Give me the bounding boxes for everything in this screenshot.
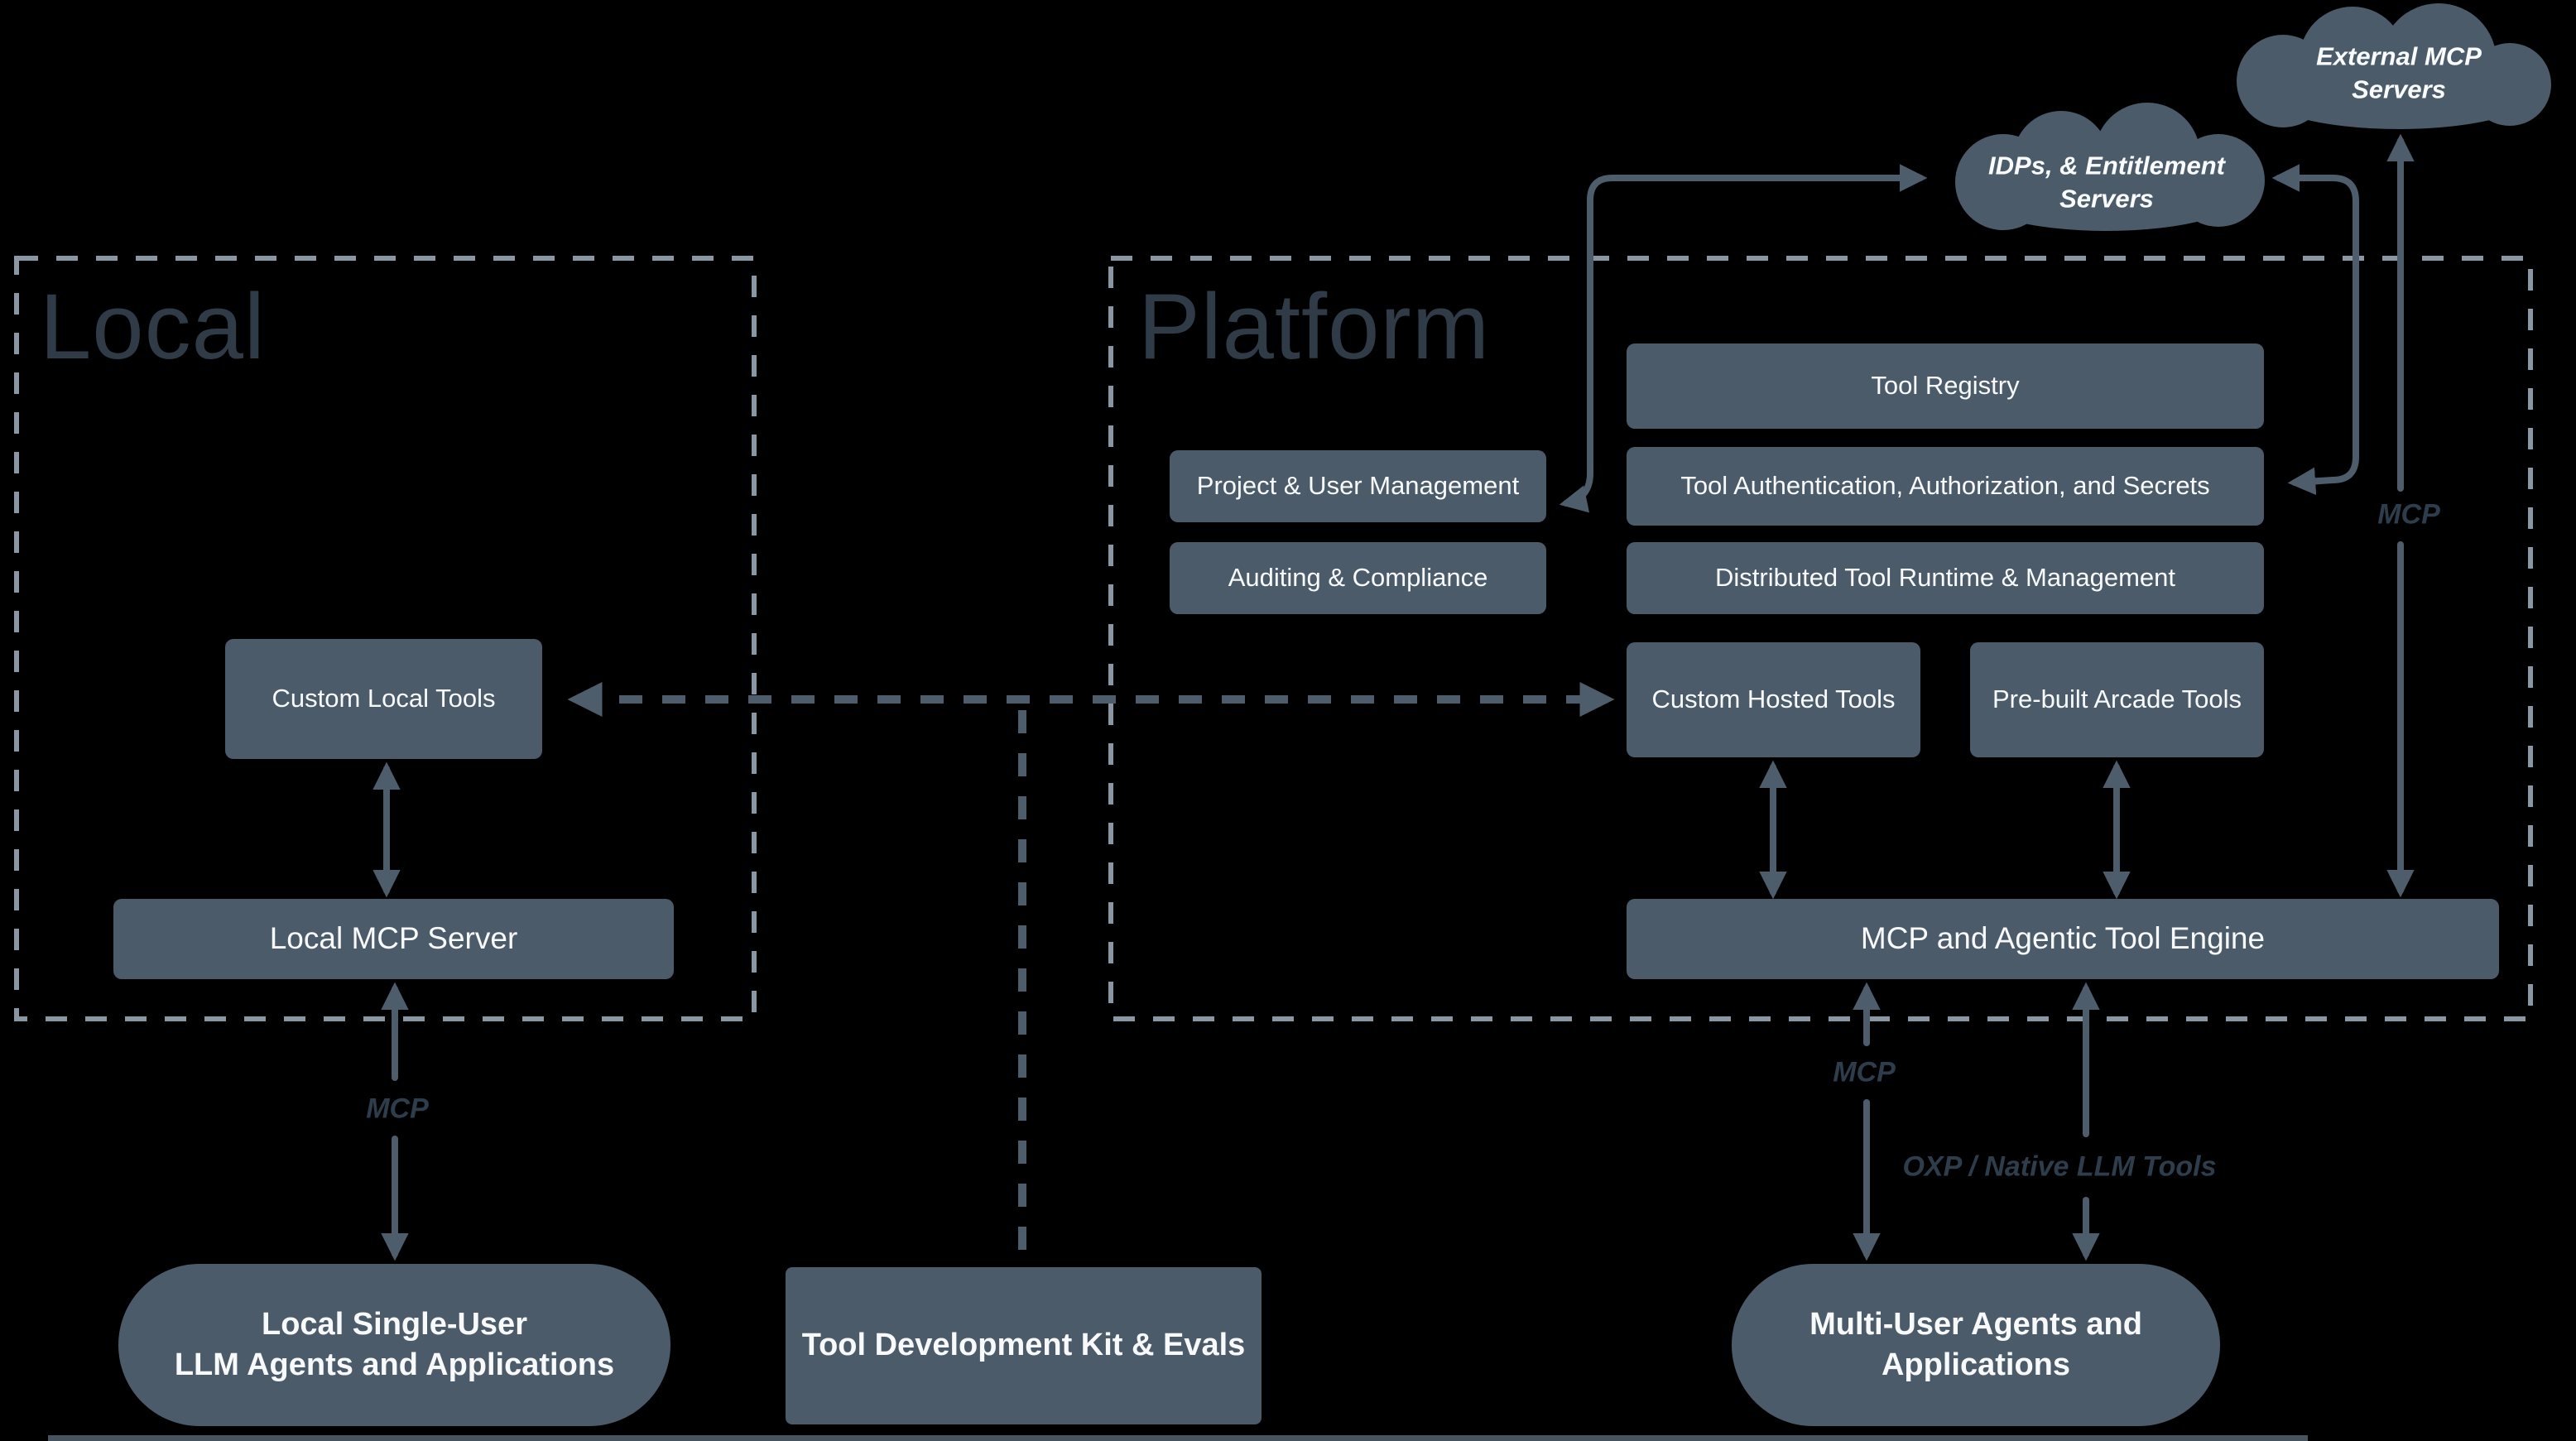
node-custom-local-tools: Custom Local Tools <box>225 639 542 759</box>
idp-entitlement-cloud-label: IDPs, & Entitlement Servers <box>1988 151 2225 213</box>
local-region-border <box>14 256 757 1021</box>
bottom-edge-strip <box>48 1435 2308 1441</box>
node-distributed-runtime: Distributed Tool Runtime & Management <box>1627 542 2264 614</box>
external-mcp-cloud <box>2237 3 2551 129</box>
local-region-title: Local <box>40 275 266 378</box>
node-prebuilt-arcade-tools: Pre-built Arcade Tools <box>1970 642 2264 757</box>
external-mcp-cloud-label: External MCP Servers <box>2316 41 2482 103</box>
edge-idpcloud-projectmgmt <box>1559 164 1928 513</box>
node-multi-user-agents: Multi-User Agents and Applications <box>1732 1264 2220 1426</box>
edge-idpcloud-toolauth <box>2271 164 2359 496</box>
node-project-user-management: Project & User Management <box>1170 450 1546 522</box>
edge-label-mcp-external: MCP <box>2377 498 2440 531</box>
edge-label-oxp-native: OXP / Native LLM Tools <box>1902 1150 2217 1183</box>
node-tool-dev-kit: Tool Development Kit & Evals <box>786 1267 1262 1424</box>
node-mcp-agentic-engine: MCP and Agentic Tool Engine <box>1627 899 2499 979</box>
edge-label-mcp-multi-user: MCP <box>1833 1056 1896 1088</box>
idp-entitlement-cloud <box>1955 103 2265 231</box>
node-tool-registry: Tool Registry <box>1627 343 2264 429</box>
platform-region-border <box>1108 256 2533 1021</box>
platform-region-title: Platform <box>1138 275 1490 378</box>
edge-label-mcp-local: MCP <box>366 1093 429 1125</box>
node-local-single-user-agents: Local Single-User LLM Agents and Applica… <box>118 1264 670 1426</box>
node-tool-auth: Tool Authentication, Authorization, and … <box>1627 447 2264 526</box>
node-auditing-compliance: Auditing & Compliance <box>1170 542 1546 614</box>
node-local-mcp-server: Local MCP Server <box>113 899 674 979</box>
node-custom-hosted-tools: Custom Hosted Tools <box>1627 642 1920 757</box>
